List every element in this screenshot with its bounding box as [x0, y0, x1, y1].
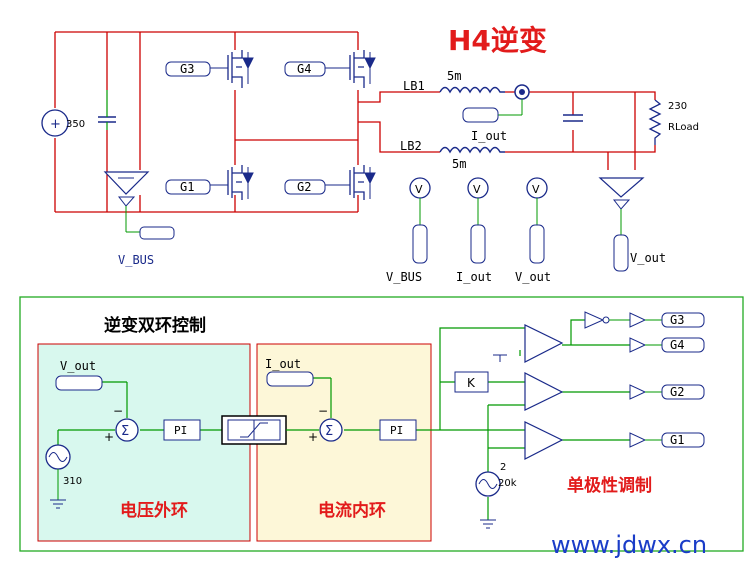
mosfet-q1-icon	[210, 165, 254, 200]
svg-text:Σ: Σ	[121, 424, 129, 439]
inductor-lb2-icon	[439, 146, 505, 154]
inductor-lb2-value: 5m	[452, 157, 466, 171]
carrier-amplitude: 2	[500, 462, 506, 473]
control-heading: 逆变双环控制	[104, 315, 206, 336]
voltage-loop-title: 电压外环	[120, 500, 188, 521]
power-stage: + 350 V_BUS	[41, 24, 699, 284]
voltage-summer-plus: +	[104, 430, 114, 444]
output-label-g4: G4	[629, 337, 705, 353]
reference-value: 310	[63, 476, 82, 487]
inductor-lb2-name: LB2	[400, 139, 422, 153]
voltage-pi-label: PI	[174, 424, 187, 437]
gate-label-g3: G3	[165, 61, 211, 77]
vout-feedback-input	[55, 375, 103, 391]
svg-text:G3: G3	[180, 62, 194, 76]
inductor-lb1-name: LB1	[403, 79, 425, 93]
iout-feedback-label: I_out	[265, 357, 301, 371]
svg-text:Σ: Σ	[325, 424, 333, 439]
dc-source-icon: + 350	[41, 109, 85, 137]
svg-text:G4: G4	[670, 338, 684, 352]
inductor-lb1-value: 5m	[447, 69, 461, 83]
not-gate-icon	[584, 311, 630, 329]
control-section: 逆变双环控制 电压外环 电流内环 V_out 310 Σ − +	[19, 296, 744, 552]
dc-source-value: 350	[66, 119, 85, 130]
comparator-2-icon	[524, 372, 564, 411]
svg-text:G1: G1	[670, 433, 684, 447]
load-name: RLoad	[668, 122, 699, 133]
mosfet-q4-icon	[325, 50, 376, 88]
voltage-summer-minus: −	[113, 404, 123, 418]
gate-label-g1: G1	[165, 179, 211, 195]
iout-sensor-label: I_out	[471, 129, 507, 143]
limiter-icon	[221, 415, 287, 445]
output-label-g3: G3	[629, 312, 705, 328]
bus-capacitor-icon	[98, 90, 116, 130]
current-sensor-icon	[462, 84, 530, 123]
voltmeter-vbus-icon: V	[409, 177, 431, 264]
current-summer-plus: +	[308, 430, 318, 444]
voltmeter-iout-icon: V	[467, 177, 489, 264]
output-wire	[358, 91, 656, 170]
voltage-summer-icon: Σ	[115, 418, 139, 442]
load-resistor-icon	[648, 99, 662, 145]
comparator-1-icon	[524, 324, 564, 363]
output-label-g2: G2	[629, 384, 705, 400]
diagram-title: H4逆变	[448, 24, 547, 57]
current-pi-label: PI	[390, 424, 403, 437]
current-summer-icon: Σ	[319, 418, 343, 442]
svg-text:G3: G3	[670, 313, 684, 327]
voltage-pi-block	[163, 419, 201, 441]
carrier-triangle-source-icon	[475, 471, 501, 529]
dc-bus-wire	[54, 31, 359, 213]
comparator-3-icon	[524, 421, 564, 460]
svg-text:G2: G2	[670, 385, 684, 399]
watermark: www.jdwx.cn	[551, 531, 707, 559]
current-pi-block	[379, 419, 417, 441]
vbus-sensor-icon	[103, 171, 175, 240]
vbus-label: V_BUS	[118, 253, 154, 267]
modulation-title: 单极性调制	[567, 475, 652, 496]
meter-label-vout: V_out	[515, 270, 551, 284]
gain-k-block	[454, 371, 489, 393]
gate-label-g2: G2	[284, 179, 326, 195]
output-capacitor-icon	[563, 114, 583, 122]
carrier-frequency: 20k	[498, 478, 517, 489]
gain-k-label: K	[467, 376, 476, 390]
vout-feedback-label: V_out	[60, 359, 96, 373]
meter-label-iout: I_out	[456, 270, 492, 284]
output-label-g1: G1	[629, 432, 705, 448]
mosfet-q2-icon	[325, 165, 376, 200]
reference-sine-source-icon	[45, 444, 71, 509]
gate-label-g4: G4	[284, 61, 326, 77]
svg-text:V: V	[473, 183, 481, 196]
current-loop-title: 电流内环	[318, 500, 386, 521]
iout-feedback-input	[266, 371, 314, 387]
load-value: 230	[668, 101, 687, 112]
svg-text:G1: G1	[180, 180, 194, 194]
svg-text:G2: G2	[297, 180, 311, 194]
meter-label-vbus: V_BUS	[386, 270, 422, 284]
svg-text:G4: G4	[297, 62, 311, 76]
voltmeter-vout-icon: V	[526, 177, 548, 264]
vout-sensor-label: V_out	[630, 251, 666, 265]
current-summer-minus: −	[318, 404, 328, 418]
svg-text:+: +	[50, 117, 61, 132]
mosfet-q3-icon	[210, 50, 254, 88]
vout-sensor-icon	[598, 177, 645, 272]
svg-text:V: V	[532, 183, 540, 196]
inductor-lb1-icon	[439, 86, 505, 94]
svg-text:V: V	[415, 183, 423, 196]
